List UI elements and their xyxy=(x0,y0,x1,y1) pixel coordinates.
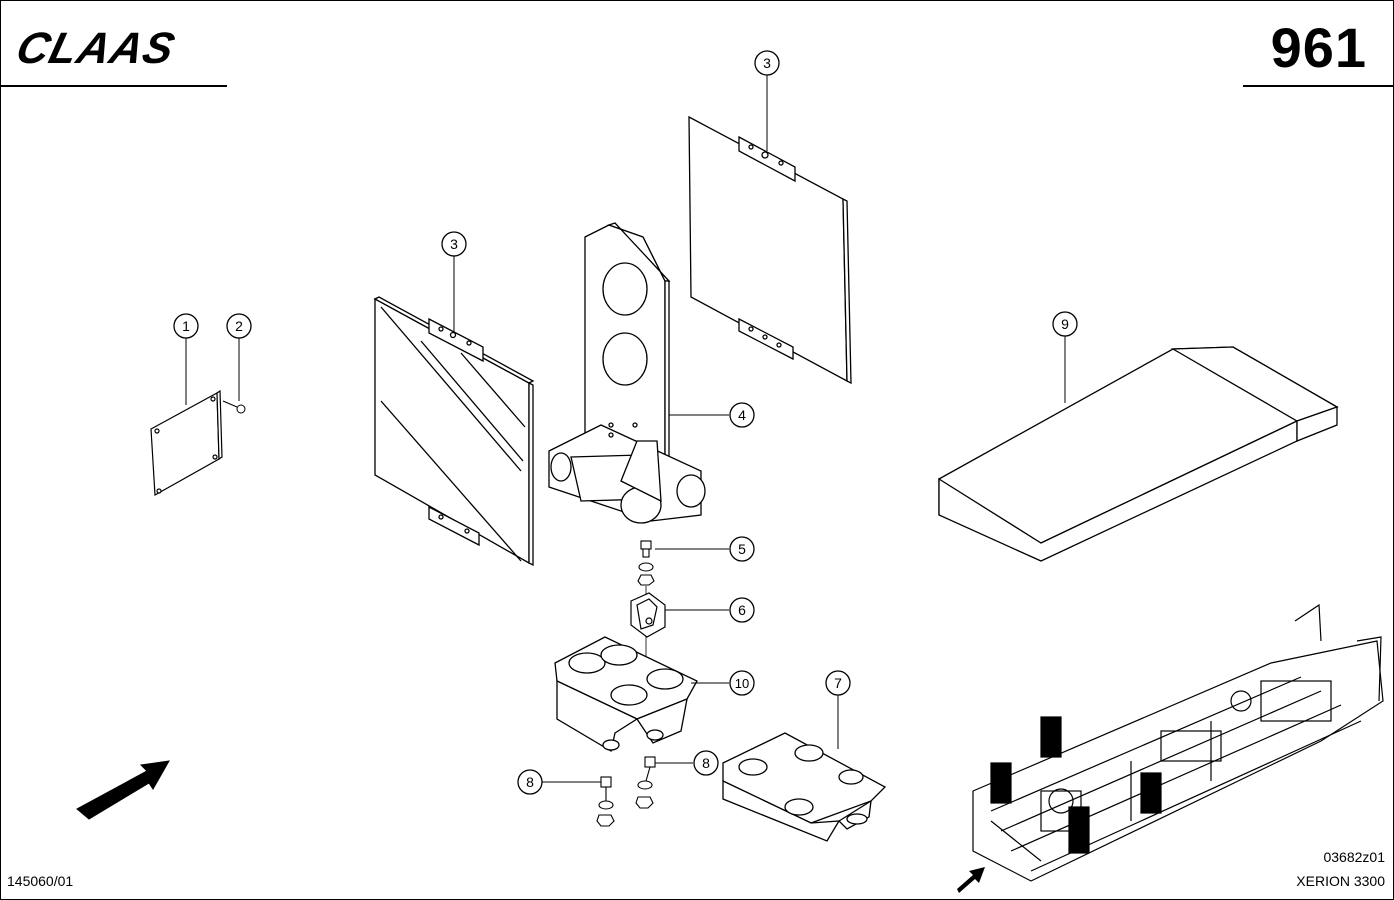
part-10-base-plate xyxy=(554,636,698,753)
part-2-screw xyxy=(222,400,246,414)
svg-text:10: 10 xyxy=(735,676,749,691)
image-code: 03682z01 xyxy=(1323,849,1385,865)
callout-10[interactable]: 10 xyxy=(729,670,755,696)
svg-text:2: 2 xyxy=(235,318,243,334)
part-3-panel-left xyxy=(373,296,535,567)
svg-text:3: 3 xyxy=(763,55,771,71)
callout-7[interactable]: 7 xyxy=(825,670,851,696)
callout-9[interactable]: 9 xyxy=(1052,311,1078,337)
svg-text:8: 8 xyxy=(702,755,710,771)
part-8-bolt-left xyxy=(596,776,615,827)
callout-5[interactable]: 5 xyxy=(729,536,755,562)
chassis-arrow-icon xyxy=(957,867,985,893)
part-6-clamp xyxy=(630,592,666,638)
svg-text:3: 3 xyxy=(450,236,458,252)
svg-text:8: 8 xyxy=(526,774,534,790)
svg-text:1: 1 xyxy=(182,318,190,334)
callout-8-left[interactable]: 8 xyxy=(517,769,543,795)
part-8-bolt-right xyxy=(635,756,656,809)
callout-2[interactable]: 2 xyxy=(226,313,252,339)
callout-3-right[interactable]: 3 xyxy=(754,50,780,76)
svg-text:CLAAS: CLAAS xyxy=(12,25,181,73)
part-4-mirror-bracket xyxy=(548,222,706,524)
callout-4[interactable]: 4 xyxy=(729,402,755,428)
part-7-support-plate xyxy=(722,732,887,842)
callout-3-left[interactable]: 3 xyxy=(441,231,467,257)
part-1-plate xyxy=(150,389,223,496)
arrow-icon xyxy=(76,760,170,820)
callout-1[interactable]: 1 xyxy=(173,313,199,339)
svg-text:4: 4 xyxy=(738,407,746,423)
part-5-bolt xyxy=(637,540,655,586)
svg-text:9: 9 xyxy=(1061,316,1069,332)
svg-text:6: 6 xyxy=(738,602,746,618)
leader-lines xyxy=(185,75,1066,783)
svg-text:5: 5 xyxy=(738,541,746,557)
callout-8-right[interactable]: 8 xyxy=(693,750,719,776)
part-3-panel-right xyxy=(688,115,852,385)
svg-text:7: 7 xyxy=(834,675,842,691)
claas-logo: CLAAS xyxy=(12,25,181,73)
part-9-cushion xyxy=(938,346,1339,562)
callout-6[interactable]: 6 xyxy=(729,597,755,623)
page-number: 961 xyxy=(1270,16,1367,79)
model-name: XERION 3300 xyxy=(1296,873,1385,889)
chassis-overview xyxy=(972,603,1384,882)
drawing-number: 145060/01 xyxy=(7,873,74,889)
